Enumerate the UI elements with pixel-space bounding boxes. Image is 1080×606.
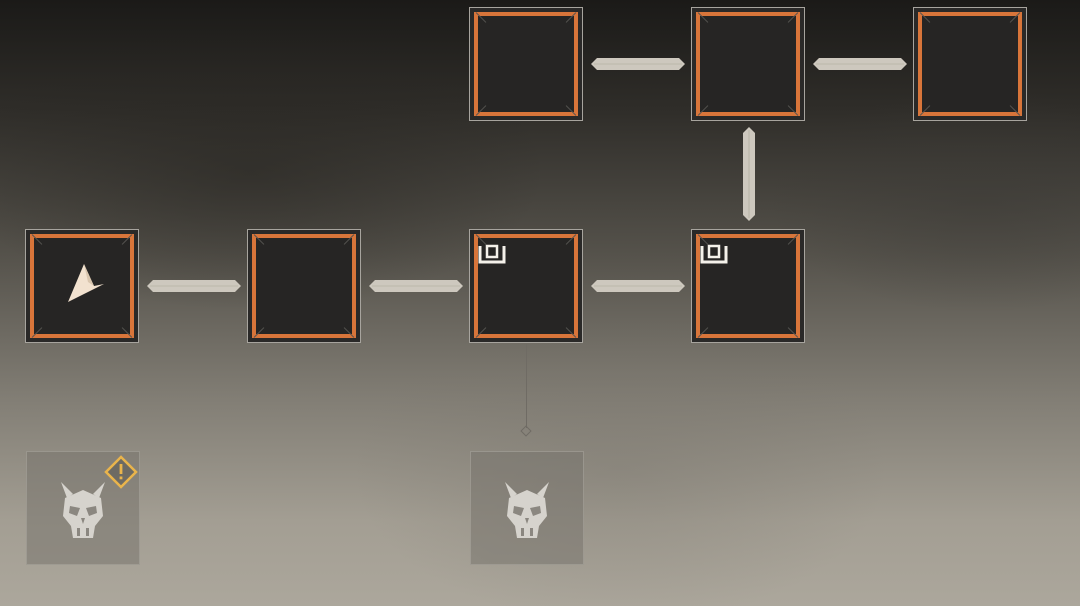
- tile-3[interactable]: [469, 229, 583, 343]
- bracket-marker-icon: [478, 244, 506, 264]
- tile-6[interactable]: [691, 7, 805, 121]
- warning-diamond-icon: [104, 455, 138, 489]
- tile-frame: [474, 234, 578, 338]
- path-connector: [742, 127, 756, 221]
- tile-frame: [474, 12, 578, 116]
- path-connector: [813, 57, 907, 71]
- tile-frame: [696, 234, 800, 338]
- boss-link-line: [526, 344, 527, 428]
- path-connector: [147, 279, 241, 293]
- path-connector: [591, 279, 685, 293]
- tile-frame: [696, 12, 800, 116]
- boss-link-node: [520, 425, 532, 437]
- boss-1[interactable]: [26, 451, 140, 565]
- bracket-marker-icon: [700, 244, 728, 264]
- tile-7[interactable]: [913, 7, 1027, 121]
- tile-frame: [252, 234, 356, 338]
- horned-skull-icon: [61, 482, 105, 538]
- horned-skull-icon: [505, 482, 549, 538]
- tile-start[interactable]: [25, 229, 139, 343]
- path-connector: [369, 279, 463, 293]
- tile-5[interactable]: [469, 7, 583, 121]
- boss-2[interactable]: [470, 451, 584, 565]
- tile-frame: [918, 12, 1022, 116]
- player-arrow-icon: [68, 264, 104, 302]
- path-connector: [591, 57, 685, 71]
- tile-2[interactable]: [247, 229, 361, 343]
- tile-4[interactable]: [691, 229, 805, 343]
